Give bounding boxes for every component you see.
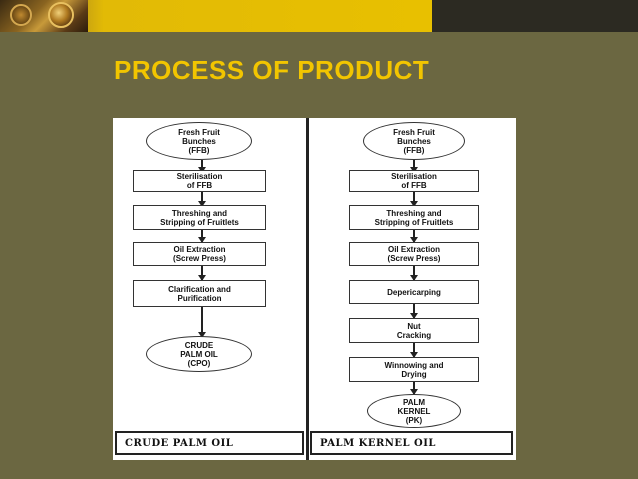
- left-cpo-node: CRUDE PALM OIL (CPO): [146, 336, 252, 372]
- left-sterilisation-node: Sterilisation of FFB: [133, 170, 266, 192]
- right-depericarping-node: Depericarping: [349, 280, 479, 304]
- right-arrow-6: [413, 343, 415, 357]
- right-arrow-4: [413, 266, 415, 280]
- right-footer-label: PALM KERNEL OIL: [310, 431, 513, 455]
- column-divider: [306, 118, 309, 460]
- slide-title: PROCESS OF PRODUCT: [114, 55, 429, 86]
- right-nut-cracking-node: Nut Cracking: [349, 318, 479, 343]
- left-arrow-2: [201, 192, 203, 206]
- right-arrow-3: [413, 230, 415, 242]
- right-winnowing-node: Winnowing and Drying: [349, 357, 479, 382]
- right-sterilisation-node: Sterilisation of FFB: [349, 170, 479, 192]
- left-arrow-5: [201, 307, 203, 337]
- left-clarification-node: Clarification and Purification: [133, 280, 266, 307]
- left-ffb-node: Fresh Fruit Bunches (FFB): [146, 122, 252, 160]
- left-footer-label: CRUDE PALM OIL: [115, 431, 304, 455]
- right-ffb-node: Fresh Fruit Bunches (FFB): [363, 122, 465, 160]
- decorative-ornament-image: [0, 0, 88, 32]
- flow-diagram: Fresh Fruit Bunches (FFB) Sterilisation …: [113, 118, 516, 460]
- right-arrow-7: [413, 382, 415, 394]
- ornament-clock-icon: [48, 2, 74, 28]
- right-arrow-5: [413, 304, 415, 318]
- right-arrow-2: [413, 192, 415, 206]
- left-arrow-3: [201, 230, 203, 242]
- right-oil-extraction-node: Oil Extraction (Screw Press): [349, 242, 479, 266]
- right-pk-node: PALM KERNEL (PK): [367, 394, 461, 428]
- right-threshing-node: Threshing and Stripping of Fruitlets: [349, 205, 479, 230]
- left-oil-extraction-node: Oil Extraction (Screw Press): [133, 242, 266, 266]
- ornament-coin-icon: [10, 4, 32, 26]
- left-threshing-node: Threshing and Stripping of Fruitlets: [133, 205, 266, 230]
- left-arrow-4: [201, 266, 203, 280]
